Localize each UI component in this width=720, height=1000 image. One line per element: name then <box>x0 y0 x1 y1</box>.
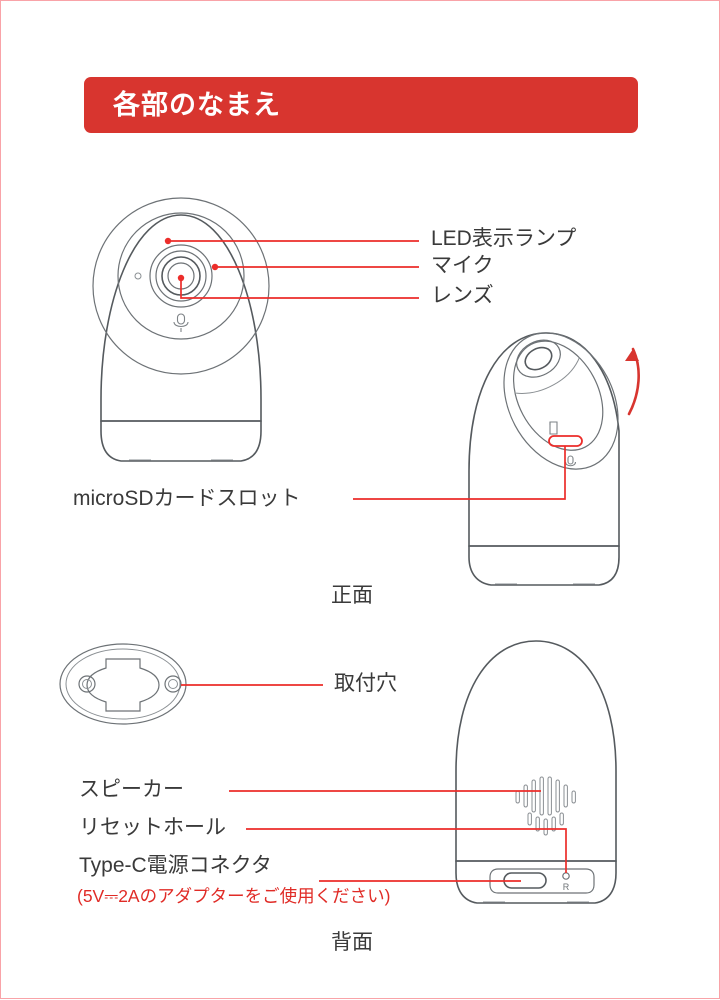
type-c-port <box>503 872 547 889</box>
label-speaker: スピーカー <box>79 778 184 801</box>
label-mounting-hole: 取付穴 <box>334 672 397 695</box>
tilted-view-camera <box>353 332 640 586</box>
microsd-slot-port <box>548 435 583 447</box>
sd-card-glyph <box>549 421 558 435</box>
reset-hole-point <box>562 872 570 880</box>
page-title: 各部のなまえ <box>113 89 281 120</box>
mount-plate <box>59 643 323 725</box>
front-view-camera <box>92 197 419 462</box>
rotation-arrow <box>625 347 640 416</box>
speaker-grille <box>515 776 576 836</box>
mounting-hole-point <box>164 675 182 693</box>
microphone-glyph-tilted <box>564 455 577 467</box>
reset-marking-label: R <box>563 882 570 892</box>
label-microphone: マイク <box>431 254 494 277</box>
lens-point <box>177 274 185 282</box>
section-header-banner: 各部のなまえ <box>84 77 638 133</box>
label-lens: レンズ <box>431 284 494 307</box>
caption-front-view: 正面 <box>331 584 373 607</box>
caption-rear-view: 背面 <box>331 931 373 954</box>
label-led-indicator: LED表示ランプ <box>431 227 577 250</box>
led-indicator-point <box>164 237 172 245</box>
microphone-point <box>211 263 219 271</box>
rear-view-camera: R <box>229 640 617 904</box>
label-type-c-connector: Type-C電源コネクタ <box>79 854 272 877</box>
power-adapter-note: (5V⎓2Aのアダプターをご使用ください) <box>77 886 391 906</box>
label-microsd-slot: microSDカードスロット <box>73 487 301 510</box>
microphone-glyph <box>173 313 189 332</box>
label-reset-hole: リセットホール <box>79 816 226 839</box>
